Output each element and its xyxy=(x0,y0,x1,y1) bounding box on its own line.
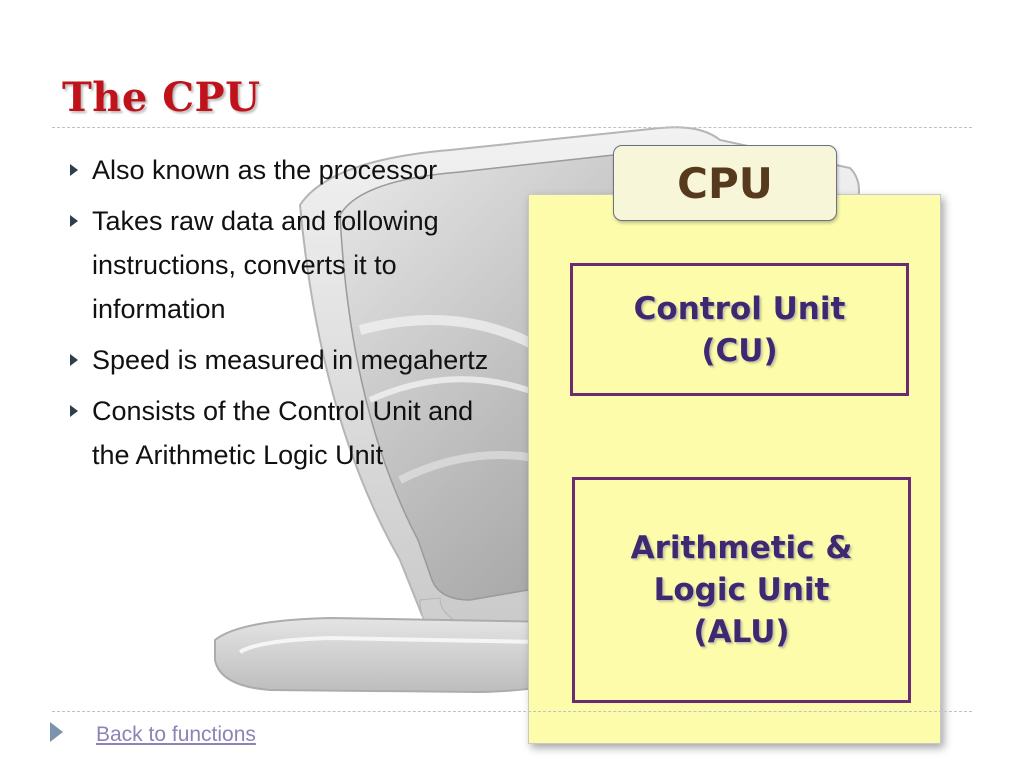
slide-title: The CPU xyxy=(62,74,261,121)
bullet-list: Also known as the processor Takes raw da… xyxy=(62,148,492,484)
bullet-arrow-icon xyxy=(70,405,78,417)
footer-divider xyxy=(52,711,972,712)
alu-box: Arithmetic & Logic Unit (ALU) xyxy=(572,477,911,703)
cpu-header-label: CPU xyxy=(613,145,837,221)
title-divider xyxy=(52,127,972,128)
bullet-arrow-icon xyxy=(70,164,78,176)
bullet-text: Consists of the Control Unit and the Ari… xyxy=(92,396,474,470)
bullet-item: Takes raw data and following instruction… xyxy=(62,199,492,331)
bullet-arrow-icon xyxy=(70,354,78,366)
play-arrow-icon[interactable] xyxy=(50,722,63,742)
bullet-item: Consists of the Control Unit and the Ari… xyxy=(62,389,492,477)
back-to-functions-link[interactable]: Back to functions xyxy=(96,723,256,746)
bullet-arrow-icon xyxy=(70,215,78,227)
bullet-item: Speed is measured in megahertz xyxy=(62,338,492,382)
bullet-text: Speed is measured in megahertz xyxy=(92,345,489,375)
control-unit-box: Control Unit (CU) xyxy=(570,263,909,396)
bullet-text: Also known as the processor xyxy=(92,155,438,185)
bullet-text: Takes raw data and following instruction… xyxy=(92,206,439,324)
bullet-item: Also known as the processor xyxy=(62,148,492,192)
